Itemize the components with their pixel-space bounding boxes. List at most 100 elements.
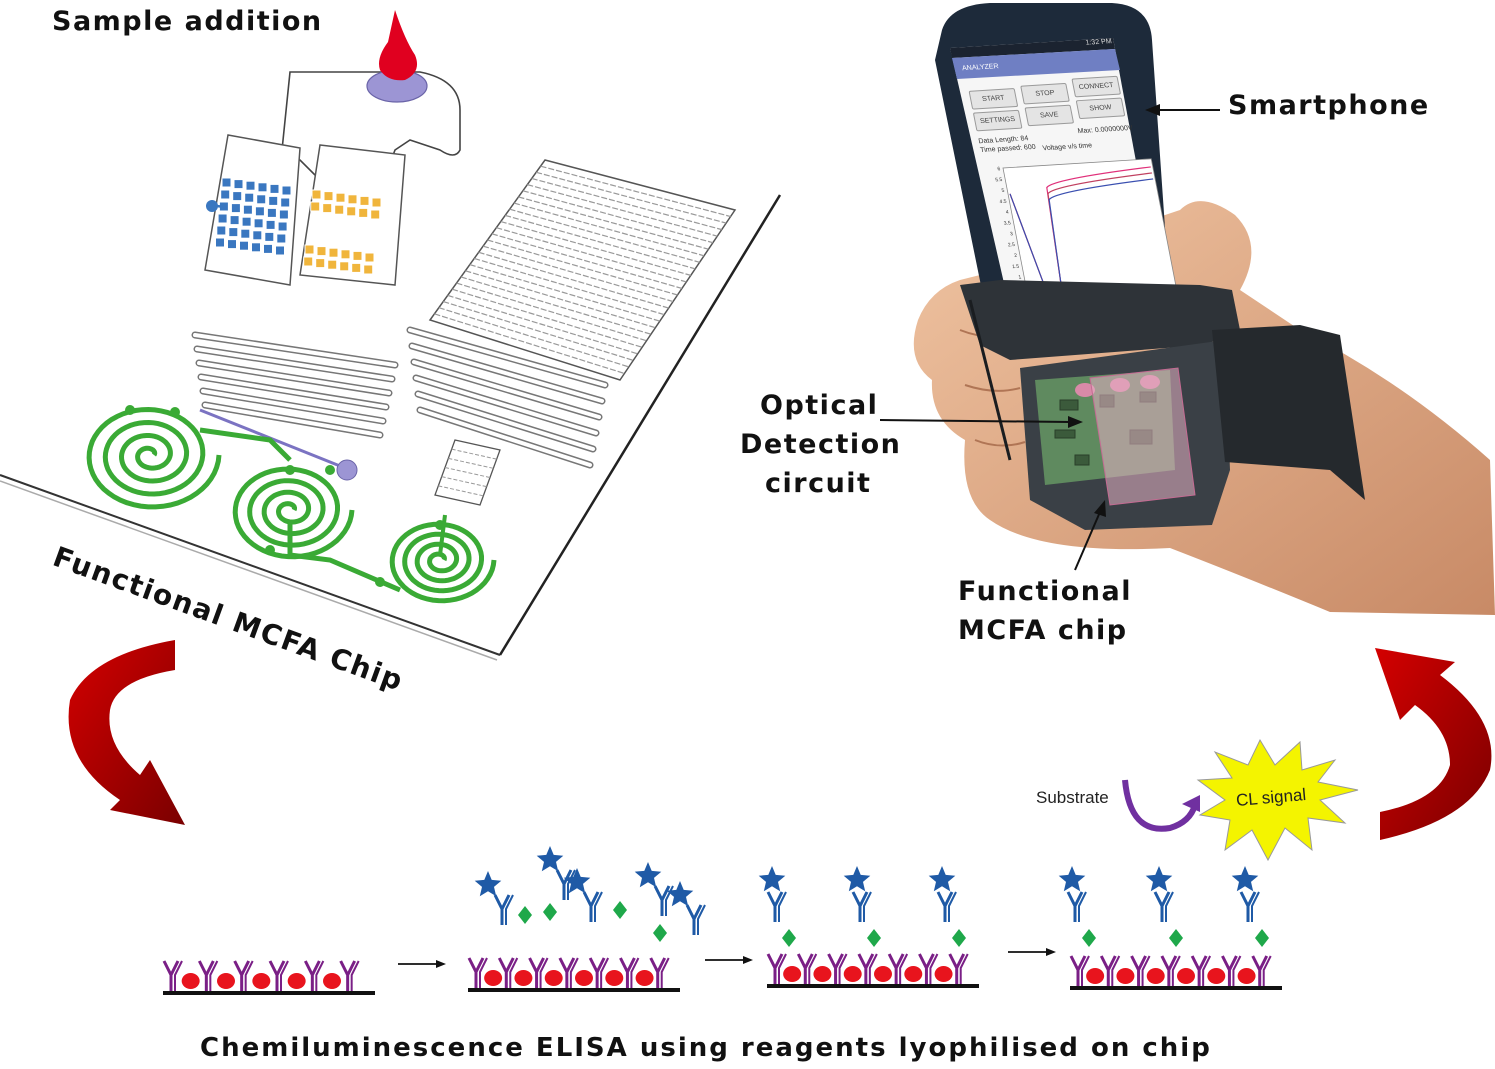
caption: Chemiluminescence ELISA using reagents l…: [200, 1033, 1212, 1063]
functional-chip-label-line2: MCFA chip: [958, 615, 1128, 646]
antigen: [518, 906, 532, 924]
capture-antibody: [558, 957, 576, 988]
time-passed-text: Time passed: 600: [979, 143, 1037, 155]
chip-port: [125, 405, 135, 415]
orange-reagent-cell: [352, 250, 363, 261]
blue-reagent-cell: [217, 213, 228, 224]
capture-antibody: [268, 960, 286, 991]
blocking-molecule: [181, 973, 200, 989]
blocking-molecule: [904, 966, 923, 982]
orange-reagent-cell: [316, 246, 327, 257]
capture-antibody: [1160, 955, 1178, 986]
capture-antibody: [948, 953, 966, 984]
capture-antibody: [918, 953, 935, 984]
blue-reagent-cell: [251, 242, 261, 253]
hrp-label-star: [536, 846, 564, 872]
hrp-label-star: [563, 868, 591, 894]
capture-antibody: [467, 957, 485, 988]
orange-reagent-cell: [347, 194, 358, 205]
blocking-molecule: [934, 966, 953, 982]
status-time: 1:32 PM: [1085, 38, 1113, 47]
blocking-molecule: [217, 973, 235, 989]
blue-reagent-cell: [216, 225, 227, 236]
save-button[interactable]: SAVE: [1024, 104, 1075, 127]
plot-y-tick: 6: [997, 166, 1001, 172]
orange-reagent-cell: [335, 192, 346, 203]
blocking-molecule: [544, 970, 563, 986]
detection-antibody: [555, 869, 573, 900]
orange-reagent-cell: [327, 259, 338, 270]
blocking-molecule: [783, 966, 802, 982]
hrp-label-star: [666, 881, 694, 907]
capture-antibody: [827, 953, 844, 984]
smartphone-pointer-arrowhead: [1145, 104, 1160, 116]
chip-port: [265, 545, 275, 555]
elisa-scheme: [162, 846, 1282, 995]
mixing-chamber: [428, 159, 737, 381]
stop-button[interactable]: STOP: [1020, 82, 1070, 105]
blue-reagent-cell: [281, 185, 292, 196]
spiral-heater: [389, 521, 497, 604]
blocking-molecule: [484, 970, 503, 986]
blue-reagent-cell: [232, 191, 243, 202]
orange-reagent-cell: [351, 262, 362, 273]
sample-addition-label: Sample addition: [52, 6, 323, 37]
substrate-label: Substrate: [1036, 788, 1109, 807]
start-button[interactable]: START: [968, 88, 1019, 110]
plot-y-tick: 1.5: [1012, 264, 1020, 270]
optical-detection-label-line3: circuit: [765, 468, 872, 499]
capture-antibody: [528, 957, 545, 988]
capture-antibody: [1130, 955, 1147, 986]
orange-reagent-grid: [303, 189, 382, 275]
functional-chip-label-line1: Functional: [958, 576, 1132, 607]
blue-reagent-cell: [264, 231, 275, 242]
blue-reagent-cell: [229, 215, 240, 226]
antigen: [1082, 929, 1096, 947]
orange-reagent-cell: [363, 264, 374, 275]
blocking-molecule: [1207, 968, 1226, 984]
blocking-molecule: [1116, 968, 1135, 984]
blue-reagent-cell: [257, 182, 268, 193]
blocking-molecule: [323, 973, 341, 989]
blue-reagent-cell: [220, 189, 231, 200]
plot-y-tick: 4: [1005, 210, 1009, 216]
plot-y-tick: 5: [1001, 188, 1005, 194]
orange-reagent-cell: [358, 207, 369, 218]
chip-port: [325, 465, 335, 475]
blocking-molecule: [514, 970, 533, 986]
capture-antibody: [162, 960, 180, 991]
blue-reagent-cell: [240, 228, 251, 239]
blood-drop-icon: [379, 10, 418, 81]
blocking-molecule: [1146, 968, 1165, 984]
green-spirals: [86, 405, 497, 604]
process-arrow-1: [398, 960, 446, 968]
holder-back: [960, 280, 1240, 360]
capture-antibody: [1069, 955, 1087, 986]
optical-pointer-line: [879, 419, 1071, 423]
blue-reagent-cell: [227, 239, 237, 250]
settings-button[interactable]: SETTINGS: [972, 109, 1023, 132]
orange-reagent-cell: [370, 209, 381, 220]
capture-antibody: [197, 960, 215, 991]
capture-antibody: [766, 953, 784, 984]
blocking-molecule: [1177, 968, 1195, 984]
status-bar: [950, 38, 1115, 58]
blue-reagent-cell: [245, 180, 256, 191]
orange-reagent-cell: [359, 195, 370, 206]
blue-reagent-cell: [277, 221, 288, 232]
blue-waste-dot: [336, 459, 358, 481]
capture-antibody: [1221, 955, 1238, 986]
blue-reagent-cell: [241, 216, 252, 227]
mcfa-chip: [0, 10, 782, 661]
hrp-label-star: [1231, 866, 1259, 892]
plot-y-tick: 2.5: [1008, 242, 1016, 248]
orange-reagent-cell: [310, 201, 321, 212]
capture-antibody: [1190, 955, 1208, 986]
connect-button[interactable]: CONNECT: [1071, 75, 1122, 98]
serpentine-channels: [191, 326, 609, 469]
show-button[interactable]: SHOW: [1075, 97, 1126, 120]
blue-reagent-cell: [221, 177, 232, 188]
antigen: [613, 901, 627, 919]
red-curved-arrow-right: [1375, 648, 1492, 840]
capture-antibody: [887, 953, 905, 984]
